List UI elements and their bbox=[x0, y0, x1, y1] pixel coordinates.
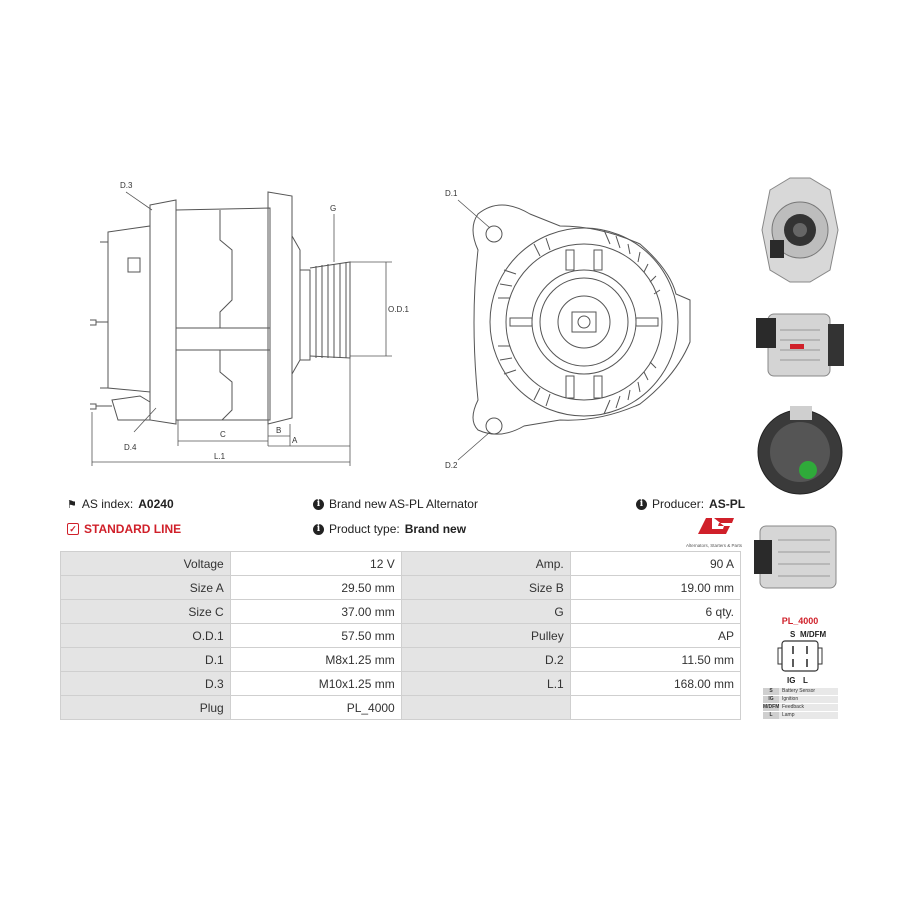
as-index-label: AS index: bbox=[81, 497, 134, 511]
plug-diagram: S M/DFM IG L bbox=[777, 630, 827, 685]
label-g: G bbox=[330, 204, 336, 213]
standard-line-text: STANDARD LINE bbox=[84, 522, 182, 536]
spec-value: M8x1.25 mm bbox=[229, 647, 402, 672]
logo-tagline: Alternators, Starters & Parts bbox=[685, 543, 742, 548]
spec-value: 90 A bbox=[569, 551, 742, 576]
pin-s: S bbox=[790, 630, 796, 639]
product-photo-top bbox=[754, 525, 837, 589]
brand-line: i Brand new AS-PL Alternator bbox=[313, 497, 478, 511]
producer: i Producer: AS-PL bbox=[636, 497, 745, 511]
legend-desc: Feedback bbox=[779, 704, 838, 711]
producer-value: AS-PL bbox=[709, 497, 746, 511]
spec-label: Size B bbox=[400, 575, 571, 600]
cooling-slots bbox=[498, 229, 661, 415]
legend-desc: Battery Sensor bbox=[779, 688, 838, 695]
legend-key: S bbox=[763, 688, 779, 695]
spec-label: G bbox=[400, 599, 571, 624]
info-icon: i bbox=[636, 498, 647, 510]
info-icon: i bbox=[313, 523, 324, 535]
brand-text: Brand new AS-PL Alternator bbox=[329, 497, 478, 511]
producer-label: Producer: bbox=[652, 497, 705, 511]
spec-label: Size C bbox=[60, 599, 231, 624]
legend-desc: Ignition bbox=[779, 696, 838, 703]
legend-key: M/DFM bbox=[763, 704, 780, 711]
spec-value: 11.50 mm bbox=[569, 647, 742, 672]
label-d1: D.1 bbox=[445, 189, 458, 198]
spec-label: Pulley bbox=[400, 623, 571, 648]
spec-value: 29.50 mm bbox=[229, 575, 402, 600]
spec-value: AP bbox=[569, 623, 742, 648]
spec-value: 57.50 mm bbox=[229, 623, 402, 648]
pin-mdfm: M/DFM bbox=[800, 630, 827, 639]
label-d2: D.2 bbox=[445, 461, 458, 470]
product-type: i Product type: Brand new bbox=[313, 522, 466, 536]
legend-key: L bbox=[763, 712, 779, 719]
label-l1: L.1 bbox=[214, 452, 226, 461]
spec-label bbox=[400, 695, 571, 720]
spec-value: PL_4000 bbox=[229, 695, 402, 720]
spec-label: D.1 bbox=[60, 647, 231, 672]
product-photo-rear bbox=[757, 406, 843, 495]
spec-label: D.3 bbox=[60, 671, 231, 696]
pin-l: L bbox=[803, 676, 808, 685]
product-photo-side bbox=[756, 313, 844, 377]
spec-value: 19.00 mm bbox=[569, 575, 742, 600]
spec-value: 37.00 mm bbox=[229, 599, 402, 624]
spec-label: Voltage bbox=[60, 551, 231, 576]
label-d4: D.4 bbox=[124, 443, 137, 452]
product-photo-front bbox=[761, 177, 839, 283]
spec-label: O.D.1 bbox=[60, 623, 231, 648]
label-b: B bbox=[276, 426, 281, 435]
spec-value: 168.00 mm bbox=[569, 671, 742, 696]
tag-icon: ⚑ bbox=[67, 498, 77, 511]
pin-ig: IG bbox=[787, 676, 795, 685]
legend-key: IG bbox=[763, 696, 779, 703]
spec-value: 12 V bbox=[229, 551, 402, 576]
spec-label: L.1 bbox=[400, 671, 571, 696]
product-type-value: Brand new bbox=[404, 522, 467, 536]
legend-desc: Lamp bbox=[779, 712, 838, 719]
label-c: C bbox=[220, 430, 226, 439]
spec-value: M10x1.25 mm bbox=[229, 671, 402, 696]
label-a: A bbox=[292, 436, 298, 445]
info-icon: i bbox=[313, 498, 324, 510]
spec-value bbox=[569, 695, 742, 720]
product-type-label: Product type: bbox=[329, 522, 400, 536]
spec-value: 6 qty. bbox=[569, 599, 742, 624]
as-index-value: A0240 bbox=[138, 497, 174, 511]
spec-label: Size A bbox=[60, 575, 231, 600]
spec-label: Amp. bbox=[400, 551, 571, 576]
checkbox-icon: ✓ bbox=[67, 523, 79, 535]
as-logo-mark bbox=[698, 518, 734, 534]
plug-title: PL_4000 bbox=[781, 616, 819, 626]
label-d3: D.3 bbox=[120, 181, 133, 190]
standard-line: ✓ STANDARD LINE bbox=[67, 522, 181, 536]
as-pl-logo: Alternators, Starters & Parts bbox=[676, 516, 742, 548]
technical-drawing: D.3 G O.D.1 D.4 C B A L.1 D.1 D.2 bbox=[90, 181, 691, 470]
spec-label: D.2 bbox=[400, 647, 571, 672]
label-od1: O.D.1 bbox=[388, 305, 409, 314]
as-index: ⚑ AS index: A0240 bbox=[67, 497, 174, 511]
spec-label: Plug bbox=[60, 695, 231, 720]
